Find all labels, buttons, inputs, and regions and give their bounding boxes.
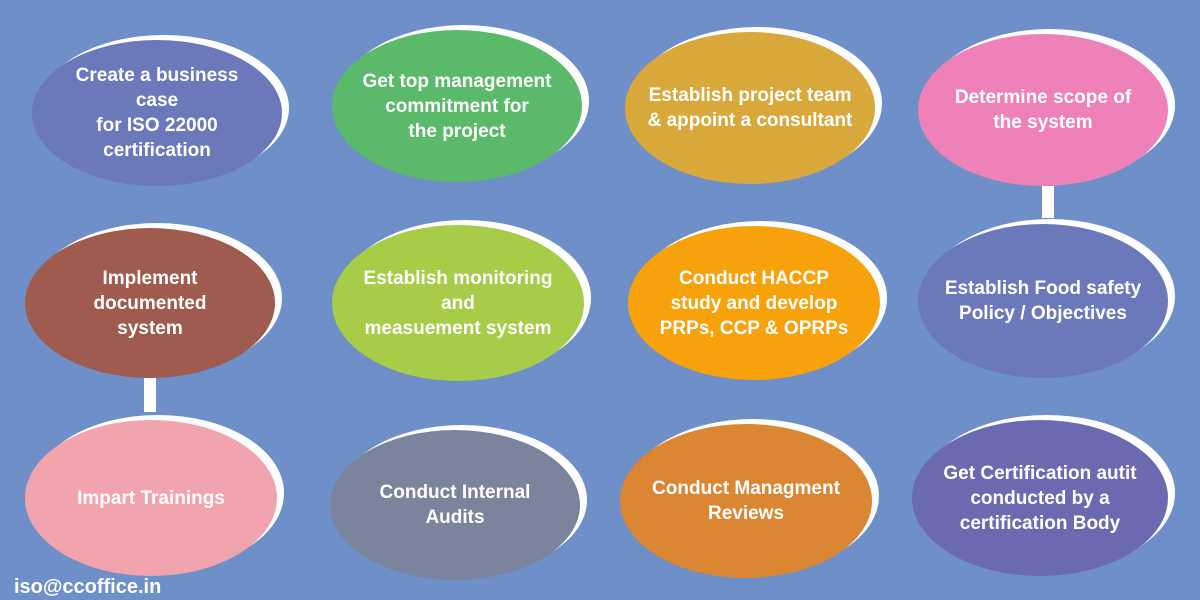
step-label: Determine scope of the system [918, 34, 1168, 186]
step-management-reviews: Conduct Managment Reviews [620, 419, 879, 578]
step-label: Conduct Internal Audits [330, 430, 580, 580]
step-food-safety-policy: Establish Food safety Policy / Objective… [918, 219, 1175, 378]
step-label: Get top management commitment for the pr… [332, 30, 582, 182]
step-management-commitment: Get top management commitment for the pr… [332, 25, 589, 182]
step-impart-trainings: Impart Trainings [25, 415, 284, 576]
step-haccp-study: Conduct HACCP study and develop PRPs, CC… [628, 221, 887, 380]
step-label: Implement documented system [25, 228, 275, 378]
step-label: Conduct Managment Reviews [620, 424, 872, 578]
connector-implement-to-trainings [144, 378, 156, 412]
connector-scope-to-policy [1042, 186, 1054, 218]
step-label: Conduct HACCP study and develop PRPs, CC… [628, 226, 880, 380]
step-label: Establish project team & appoint a consu… [625, 32, 875, 184]
step-label: Create a business case for ISO 22000 cer… [32, 40, 282, 186]
step-determine-scope: Determine scope of the system [918, 29, 1175, 186]
step-implement-documented-system: Implement documented system [25, 223, 282, 378]
step-label: Establish monitoring and measuement syst… [332, 225, 584, 381]
step-business-case: Create a business case for ISO 22000 cer… [32, 35, 289, 186]
step-monitoring-system: Establish monitoring and measuement syst… [332, 220, 591, 381]
footer-email: iso@ccoffice.in [14, 576, 162, 598]
step-project-team: Establish project team & appoint a consu… [625, 27, 882, 184]
step-internal-audits: Conduct Internal Audits [330, 425, 587, 580]
step-certification-audit: Get Certification autit conducted by a c… [912, 415, 1175, 576]
step-label: Establish Food safety Policy / Objective… [918, 224, 1168, 378]
step-label: Get Certification autit conducted by a c… [912, 420, 1168, 576]
step-label: Impart Trainings [25, 420, 277, 576]
